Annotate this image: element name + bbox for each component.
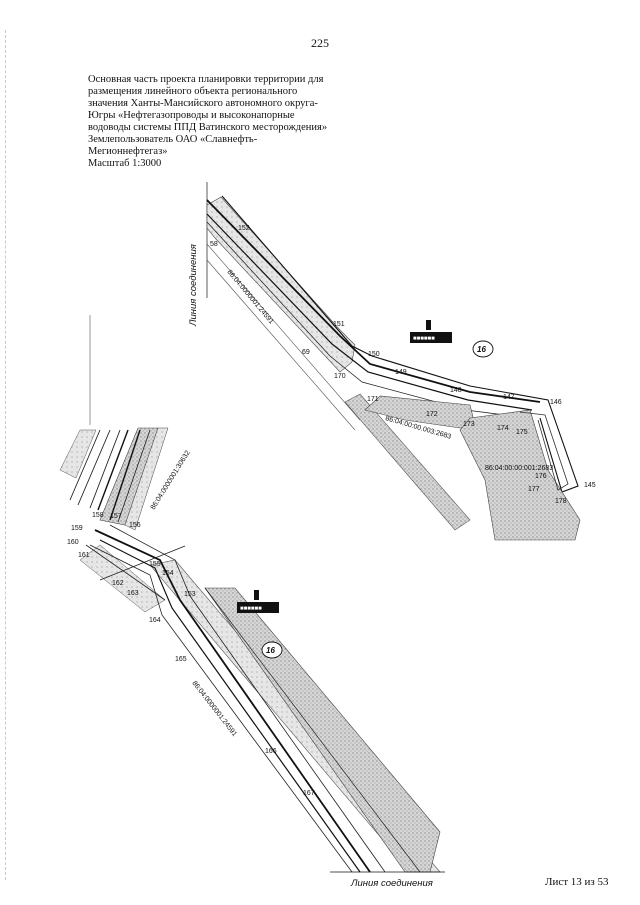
header-line: размещения линейного объекта регионально… (88, 86, 298, 97)
point-label: 157 (110, 513, 122, 520)
header-line: значения Ханты-Мансийского автономного о… (88, 98, 318, 109)
point-label: 154 (162, 570, 174, 577)
point-label: 165 (175, 656, 187, 663)
scan-edge-mark (5, 30, 6, 880)
point-label: 167 (303, 790, 315, 797)
header-line: Основная часть проекта планировки террит… (88, 74, 324, 85)
line-index-badge (237, 602, 279, 613)
connection-line-label: Линия соединения (188, 244, 199, 327)
header-line: водоводы системы ППД Ватинского месторож… (88, 122, 328, 133)
lower-corridor (59, 427, 441, 873)
point-label: 161 (78, 552, 90, 559)
header-line: Югры «Нефтегазопроводы и высоконапорные (88, 110, 295, 121)
header-line: Мегионнефтегаз» (88, 146, 168, 157)
document-header: Основная часть проекта планировки террит… (88, 74, 358, 170)
badge-marker (254, 590, 259, 600)
point-label: 172 (426, 411, 438, 418)
point-label: 174 (497, 425, 509, 432)
point-label: 173 (463, 421, 475, 428)
point-label: 153 (184, 591, 196, 598)
point-label: 146 (550, 399, 562, 406)
zone-number-circle: 16 (472, 340, 494, 358)
svg-text:■■■■■■: ■■■■■■ (413, 336, 435, 342)
line-index-badge (410, 332, 452, 343)
point-label: 155 (149, 561, 161, 568)
point-label: 162 (112, 580, 124, 587)
svg-text:■■■■■■: ■■■■■■ (240, 606, 262, 612)
sheet-number: Лист 13 из 53 (545, 876, 609, 888)
point-label: 171 (367, 396, 379, 403)
point-label: 58 (210, 241, 218, 248)
point-label: 178 (555, 498, 567, 505)
point-label: 164 (149, 617, 161, 624)
point-label: 69 (302, 349, 310, 356)
point-label: 150 (368, 351, 380, 358)
scale-label: Масштаб 1:3000 (88, 158, 162, 169)
point-label: 152 (238, 225, 250, 232)
svg-text:16: 16 (266, 646, 275, 655)
point-label: 151 (333, 321, 345, 328)
upper-corridor (206, 195, 581, 541)
zone-number-circle: 16 (261, 641, 283, 659)
point-label: 170 (334, 373, 346, 380)
point-label: 156 (129, 522, 141, 529)
point-label: 163 (127, 590, 139, 597)
point-label: 145 (584, 482, 596, 489)
page-number: 225 (311, 36, 329, 50)
point-label: 149 (395, 369, 407, 376)
point-label: 159 (71, 525, 83, 532)
connection-line-label: Линия соединения (350, 878, 433, 889)
header-line: Землепользователь ОАО «Славнефть- (88, 134, 258, 145)
svg-text:16: 16 (477, 345, 486, 354)
point-label: 148 (450, 387, 462, 394)
point-label: 158 (92, 512, 104, 519)
point-label: 147 (503, 394, 515, 401)
point-label: 176 (535, 473, 547, 480)
point-label: 166 (265, 748, 277, 755)
badge-marker (426, 320, 431, 330)
cadastral-number: 86:04:00:00:001:2683 (485, 465, 553, 472)
cadastral-number: 86:04:0000001:24591 (190, 680, 238, 738)
point-label: 177 (528, 486, 540, 493)
point-label: 175 (516, 429, 528, 436)
point-label: 160 (67, 539, 79, 546)
